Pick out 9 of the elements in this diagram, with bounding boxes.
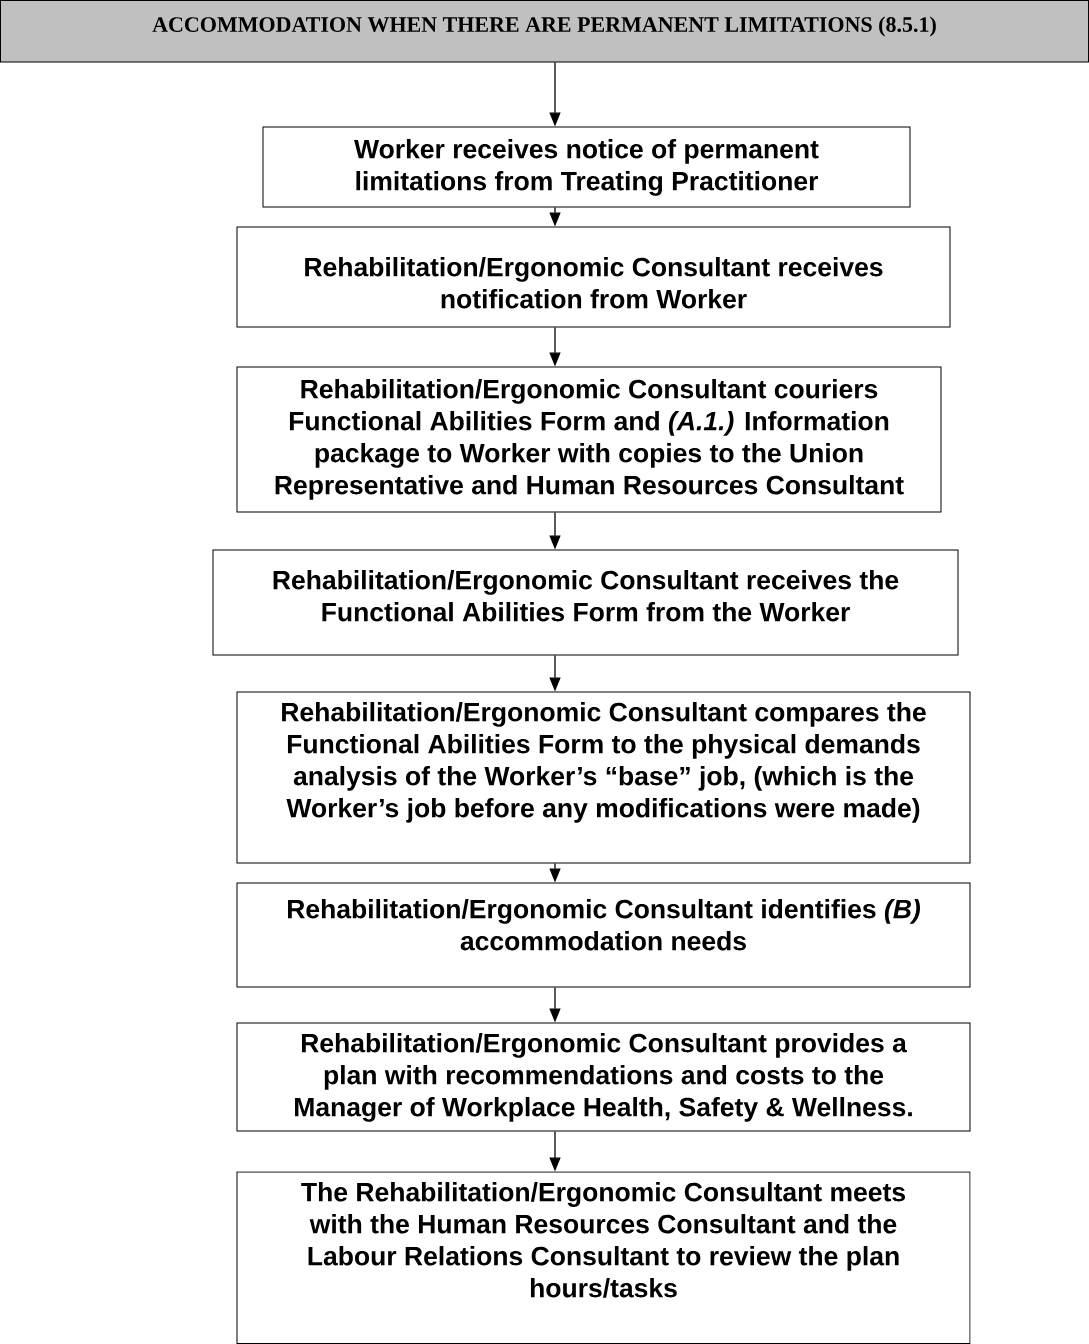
title-banner: ACCOMMODATION WHEN THERE ARE PERMANENT LIMITATIONS (8.5.1): [0, 0, 1089, 63]
process-box: Rehabilitation/Ergonomic Consultant receives notification from Worker: [236, 226, 951, 328]
process-box: Rehabilitation/Ergonomic Consultant receives the Functional Abilities Form from the Worker: [212, 549, 959, 656]
process-box: Rehabilitation/Ergonomic Consultant couriers Functional Abilities Form and (A.1.) Information package to Worker with copies to the Union Representative and Human Resources Consultant: [236, 366, 942, 513]
process-box: Rehabilitation/Ergonomic Consultant provides a plan with recommendations and costs to the Manager of Workplace Health, Safety & Wellness.: [236, 1022, 971, 1132]
process-box: Rehabilitation/Ergonomic Consultant identifies (B) accommodation needs: [236, 882, 971, 988]
process-box: Rehabilitation/Ergonomic Consultant compares the Functional Abilities Form to the physical demands analysis of the Worker’s “base” job, (which is the Worker’s job before any modifications were made): [236, 691, 971, 864]
process-box: The Rehabilitation/Ergonomic Consultant meets with the Human Resources Consultant and the Labour Relations Consultant to review the plan hours/tasks: [236, 1171, 971, 1344]
process-box: Worker receives notice of permanent limitations from Treating Practitioner: [262, 126, 911, 208]
